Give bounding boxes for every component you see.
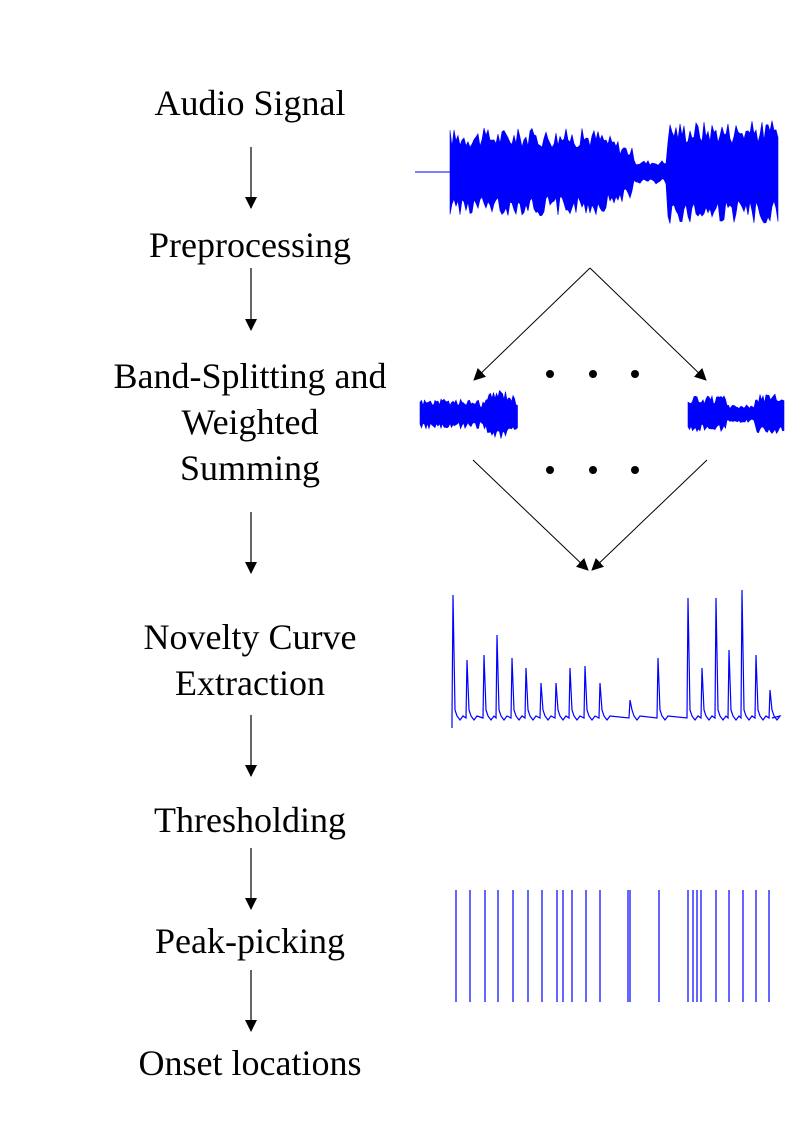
merge-arrow-icon (591, 459, 708, 571)
step-label-line: Onset locations (138, 1043, 362, 1083)
step-audio-signal: Audio Signal (70, 80, 430, 126)
step-label-line: Audio Signal (154, 83, 346, 123)
step-onset-locations: Onset locations (70, 1040, 430, 1086)
step-preprocessing: Preprocessing (70, 222, 430, 268)
step-peak-picking: Peak-picking (70, 918, 430, 964)
ellipsis-dots (546, 370, 639, 474)
step-novelty-curve: Novelty Curve Extraction (70, 614, 430, 706)
step-thresholding: Thresholding (70, 797, 430, 843)
onset-impulses (455, 890, 770, 1002)
step-label-line: Summing (179, 448, 321, 488)
step-label-line: Band-Splitting and (113, 356, 387, 396)
step-label-line: Preprocessing (149, 225, 351, 265)
step-label-line: Thresholding (154, 800, 346, 840)
step-label-line: Peak-picking (155, 921, 345, 961)
novelty-curve (451, 589, 782, 728)
step-band-splitting: Band-Splitting and Weighted Summing (70, 353, 430, 491)
audio-waveform (415, 120, 779, 224)
band-waveform-right (687, 393, 785, 435)
merge-arrow-icon (472, 459, 589, 571)
split-arrow-icon (473, 267, 591, 381)
split-arrow-icon (589, 267, 707, 381)
step-label-line: Novelty Curve (143, 617, 357, 657)
band-waveform-left (419, 389, 518, 439)
step-label-line: Weighted (181, 402, 319, 442)
step-label-line: Extraction (175, 663, 325, 703)
band-split-arrows (472, 267, 708, 571)
